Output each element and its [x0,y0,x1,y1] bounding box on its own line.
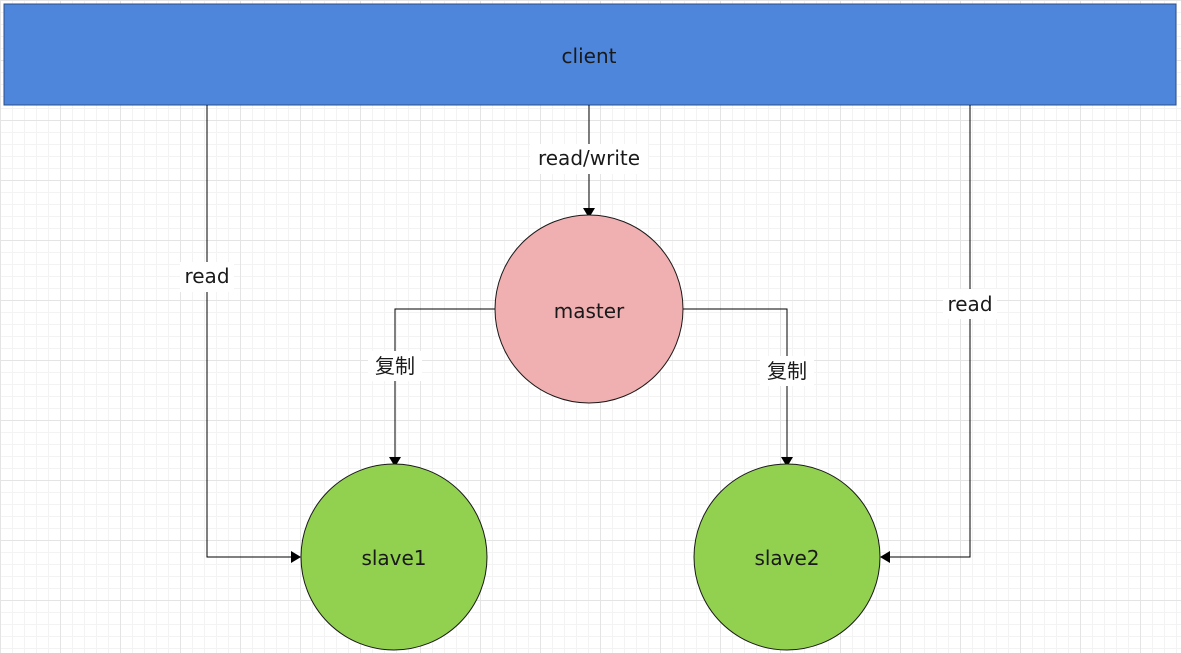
slave1-node[interactable] [300,463,488,651]
edge-client-slave2 [880,105,971,563]
client-node[interactable] [3,3,1177,106]
edge-label-read-write: read/write [538,146,640,170]
master-label: master [554,299,625,323]
edge-master-slave2 [683,308,793,467]
edge-label-read-left: read [184,264,229,288]
slave2-node[interactable] [693,463,881,651]
edge-label-read-right: read [947,292,992,316]
slave1-label: slave1 [361,546,426,570]
edge-label-replicate-left: 复制 [375,354,415,378]
edge-client-slave1 [206,105,301,563]
client-label: client [562,44,617,68]
slave2-label: slave2 [754,546,819,570]
master-node[interactable] [494,214,684,404]
edge-label-replicate-right: 复制 [767,359,807,383]
edge-master-slave1 [389,308,496,467]
